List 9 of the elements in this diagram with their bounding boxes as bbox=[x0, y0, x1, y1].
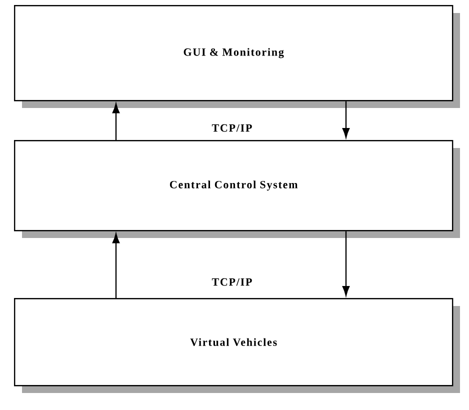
process-box: Virtual Vehicles bbox=[14, 298, 460, 393]
arrow bbox=[342, 231, 350, 296]
process-box: Central Control System bbox=[14, 140, 460, 238]
arrow bbox=[112, 233, 120, 298]
protocol-label: TCP/IP bbox=[212, 278, 252, 286]
process-box: GUI & Monitoring bbox=[14, 5, 460, 108]
protocol-label: TCP/IP bbox=[212, 124, 252, 132]
arrow bbox=[112, 103, 120, 140]
arrow bbox=[342, 101, 350, 138]
